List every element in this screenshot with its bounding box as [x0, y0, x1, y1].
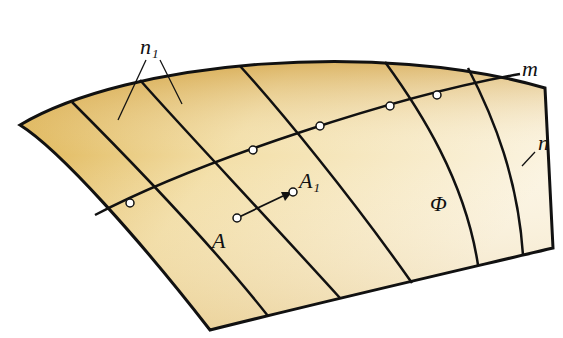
point-label: A₁ — [299, 170, 320, 192]
surface-line-label: n₁ — [140, 36, 159, 58]
point-label: A — [212, 230, 225, 252]
curve-label: m — [522, 58, 538, 80]
curve-label: n — [538, 132, 549, 154]
surface-label: Φ — [430, 193, 447, 215]
